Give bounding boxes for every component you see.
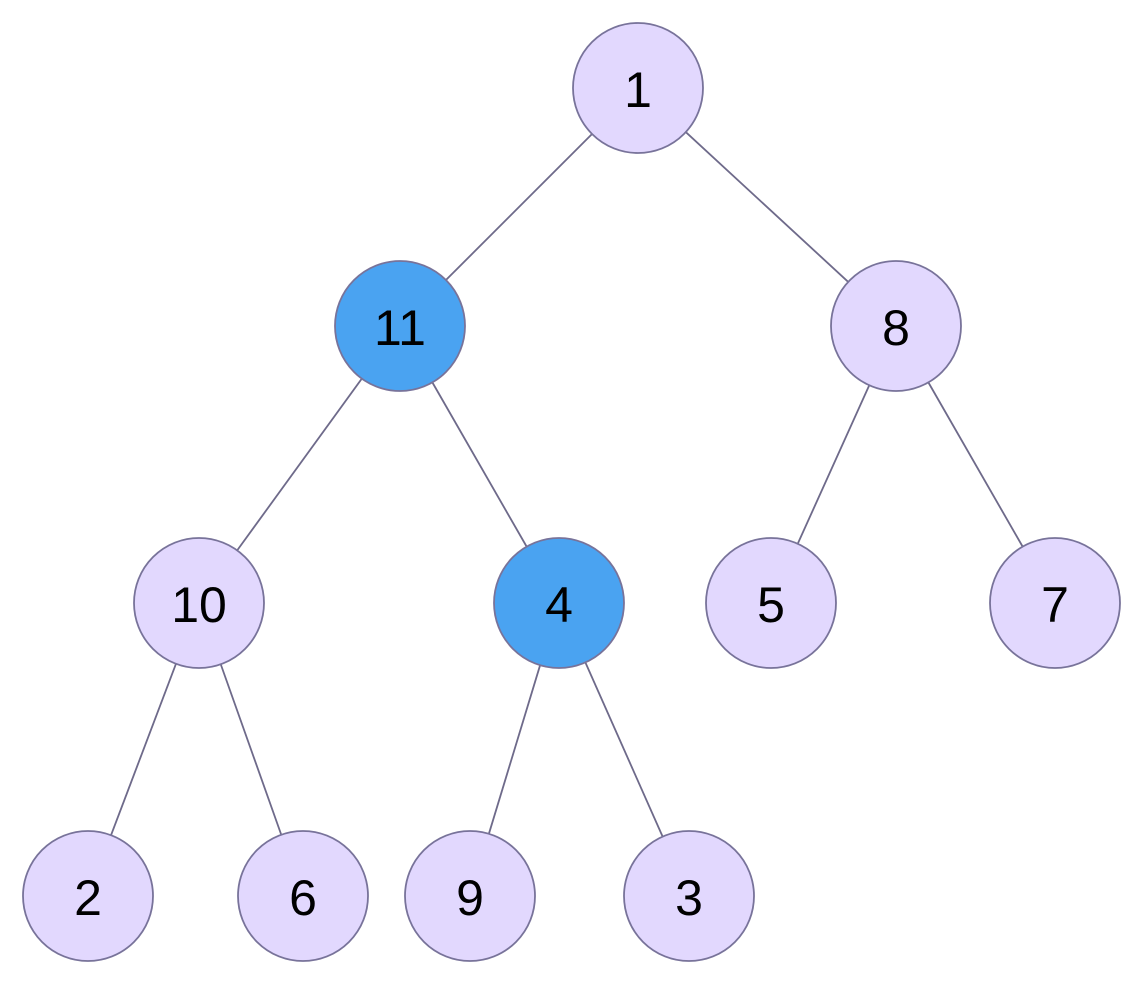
node-label: 3 — [675, 870, 703, 926]
node-circle — [623, 830, 755, 962]
node-label: 2 — [74, 870, 102, 926]
node-label: 10 — [171, 577, 227, 633]
edge-n4-n3 — [584, 662, 664, 837]
node-label: 8 — [882, 300, 910, 356]
node-label: 4 — [545, 577, 573, 633]
tree-node-1: 1 — [572, 22, 704, 154]
node-label: 11 — [374, 300, 426, 356]
tree-edges — [110, 131, 1024, 837]
edge-n4-n9 — [488, 664, 541, 835]
edge-n10-n6 — [219, 663, 283, 836]
tree-node-10: 10 — [133, 537, 265, 669]
node-label: 5 — [757, 577, 785, 633]
node-circle — [133, 537, 265, 669]
node-circle — [572, 22, 704, 154]
node-circle — [705, 537, 837, 669]
edge-n8-n5 — [796, 384, 871, 545]
node-circle — [237, 830, 369, 962]
node-label: 9 — [456, 870, 484, 926]
edge-n1-n11 — [445, 133, 593, 281]
tree-node-2: 2 — [22, 830, 154, 962]
tree-node-11: 11 — [334, 260, 466, 392]
node-circle — [493, 537, 625, 669]
node-label: 6 — [289, 870, 317, 926]
node-circle — [989, 537, 1121, 669]
tree-node-9: 9 — [404, 830, 536, 962]
node-label: 1 — [624, 62, 652, 118]
edge-n11-n4 — [431, 381, 528, 548]
tree-node-4: 4 — [493, 537, 625, 669]
edge-n1-n8 — [685, 131, 849, 283]
edge-n11-n10 — [236, 378, 363, 551]
tree-node-7: 7 — [989, 537, 1121, 669]
edge-n10-n2 — [110, 663, 177, 836]
node-circle — [22, 830, 154, 962]
tree-node-3: 3 — [623, 830, 755, 962]
node-circle — [334, 260, 466, 392]
edge-n8-n7 — [927, 381, 1024, 548]
tree-node-6: 6 — [237, 830, 369, 962]
node-circle — [404, 830, 536, 962]
tree-node-8: 8 — [830, 260, 962, 392]
node-circle — [830, 260, 962, 392]
tree-node-5: 5 — [705, 537, 837, 669]
node-label: 7 — [1041, 577, 1069, 633]
